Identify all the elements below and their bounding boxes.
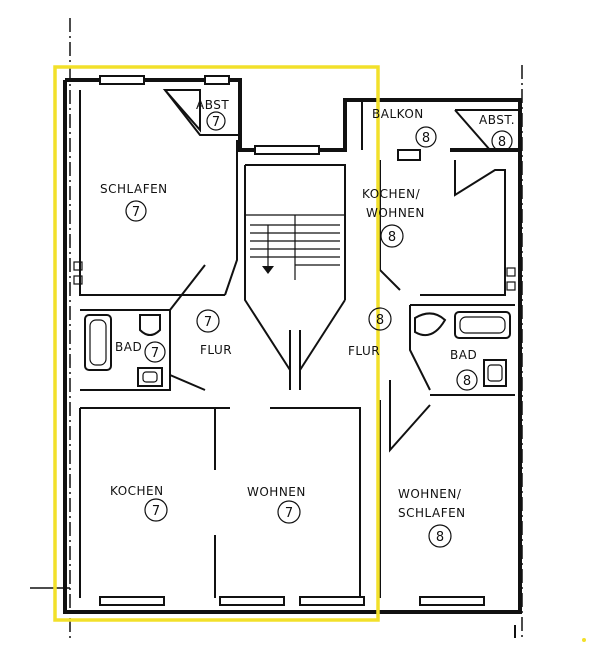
room-bad-right: BAD 8 (450, 348, 478, 391)
exterior-walls (63, 78, 522, 614)
room-label: WOHNEN (247, 485, 306, 499)
room-label: WOHNEN/ (398, 487, 462, 501)
windows-bottom (99, 596, 485, 606)
room-flur-left: 7 FLUR (196, 309, 232, 357)
room-number: 8 (436, 530, 444, 545)
room-wohnen-schlafen-right: WOHNEN/ SCHLAFEN 8 (398, 487, 466, 548)
room-number: 7 (132, 205, 140, 220)
room-number: 8 (498, 135, 506, 150)
room-schlafen-left: SCHLAFEN 7 (100, 182, 168, 222)
room-number: 7 (212, 115, 220, 130)
room-number: 7 (151, 346, 159, 361)
room-label: SCHLAFEN (398, 506, 466, 520)
room-label: BAD (115, 340, 142, 354)
room-flur-right: 8 FLUR (348, 307, 392, 358)
room-label: BAD (450, 348, 477, 362)
room-kochen-left: KOCHEN 7 (110, 484, 168, 522)
room-bad-left: BAD 7 (115, 340, 166, 363)
room-label: FLUR (200, 343, 232, 357)
room-label: ABST (196, 98, 229, 112)
room-label: ABST. (479, 113, 515, 127)
windows-top (99, 75, 421, 161)
right-unit-walls (361, 100, 515, 598)
room-balkon-right: BALKON 8 (372, 107, 437, 148)
vents (73, 261, 516, 291)
right-abst-triangle (455, 109, 521, 150)
room-kochen-wohnen-right: KOCHEN/ WOHNEN 8 (362, 187, 425, 248)
staircase (244, 164, 346, 390)
room-number: 7 (204, 315, 212, 330)
room-abst-right: ABST. 8 (479, 113, 515, 152)
room-number: 8 (463, 374, 471, 389)
room-label: SCHLAFEN (100, 182, 168, 196)
room-number: 8 (422, 131, 430, 146)
room-label: FLUR (348, 344, 380, 358)
left-abst-triangle (162, 89, 201, 133)
marker-dot (582, 638, 586, 642)
room-number: 8 (388, 230, 396, 245)
room-label: KOCHEN (110, 484, 164, 498)
room-label: KOCHEN/ (362, 187, 421, 201)
left-unit-walls (79, 89, 361, 598)
right-bath-fixtures (414, 311, 511, 387)
room-number: 7 (152, 504, 160, 519)
left-bath-fixtures (84, 314, 163, 387)
room-abst-left: ABST 7 (196, 98, 229, 131)
room-wohnen-left: WOHNEN 7 (247, 485, 306, 524)
room-number: 8 (376, 313, 384, 328)
room-label: WOHNEN (366, 206, 425, 220)
room-number: 7 (285, 506, 293, 521)
unit-highlight (53, 65, 380, 622)
room-label: BALKON (372, 107, 424, 121)
